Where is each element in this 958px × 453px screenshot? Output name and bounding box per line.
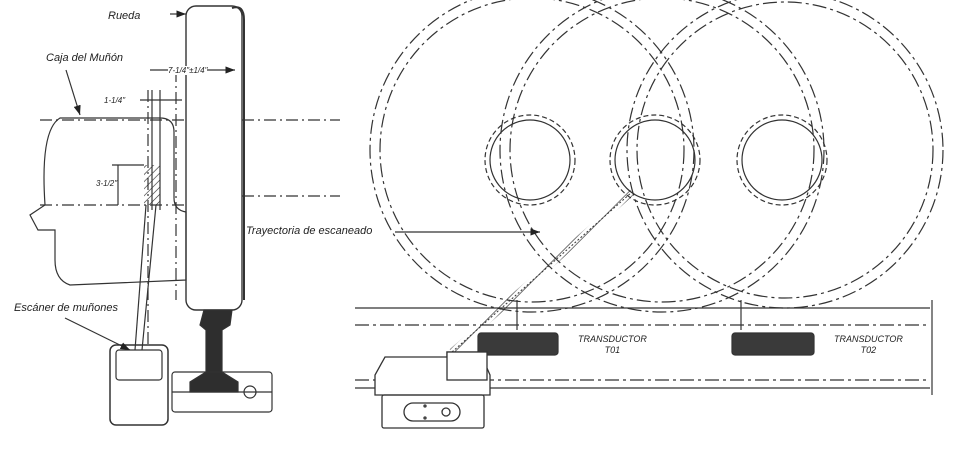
journal-circles	[484, 114, 828, 206]
transducer-name: TRANSDUCTOR	[578, 334, 647, 344]
scanner-side	[109, 344, 169, 426]
wheel-circles	[369, 0, 944, 313]
wheel	[185, 5, 243, 311]
journal-box	[29, 117, 187, 286]
transducer-t01-label: TRANSDUCTOR T01	[578, 334, 647, 356]
height-dimension: 3-1/2"	[96, 179, 118, 188]
top-view	[355, 0, 944, 429]
transducer-t02-label: TRANSDUCTOR T02	[834, 334, 903, 356]
offset-dimension: 1-1/4"	[104, 96, 126, 105]
scanner-top	[374, 351, 491, 429]
transducer-name: TRANSDUCTOR	[834, 334, 903, 344]
scanner-label: Escáner de muñones	[14, 302, 118, 314]
axle	[40, 70, 340, 345]
transducer-t02	[731, 332, 815, 356]
transducer-t01	[477, 332, 559, 356]
wheel-label: Rueda	[108, 10, 141, 22]
rail-lines	[355, 300, 933, 395]
flange-dimension: 7-1/4"±1/4"	[168, 66, 208, 75]
scan-path-label: Trayectoria de escaneado	[246, 225, 373, 237]
rail	[189, 309, 239, 393]
transducer-id: T01	[604, 345, 621, 355]
journal-box-label: Caja del Muñón	[46, 52, 124, 64]
wheel-flange	[231, 6, 245, 300]
side-view	[29, 5, 340, 426]
transducer-id: T02	[860, 345, 877, 355]
